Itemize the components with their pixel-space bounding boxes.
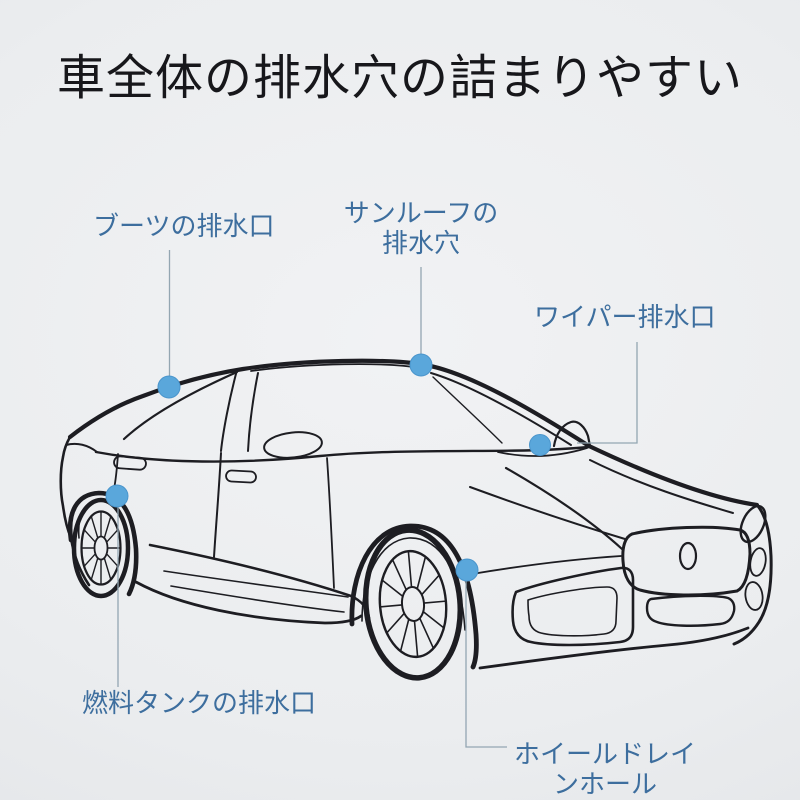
- label-wheel-line1: ホイールドレイ: [513, 740, 696, 770]
- wiper-drain-marker: [529, 434, 551, 456]
- page-title: 車全体の排水穴の詰まりやすい: [56, 50, 743, 106]
- front-grille: [511, 525, 752, 647]
- fog-lamp-inner: [527, 586, 618, 637]
- label-wheel-drain: ホイールドレイ ンホール: [505, 740, 705, 800]
- front-door-line: [326, 457, 335, 589]
- bumper-bottom: [478, 626, 750, 670]
- roof-rail-line: [250, 363, 421, 372]
- connector-lines: [117, 250, 638, 748]
- front-spokes: [380, 551, 446, 657]
- front-tire: [362, 527, 464, 681]
- trunk-deck: [65, 442, 98, 453]
- corner-vent-lower: [744, 581, 764, 611]
- grille-badge: [678, 541, 698, 571]
- lower-intake: [645, 594, 736, 627]
- rear-hub: [93, 535, 109, 561]
- fuel-tank-drain-marker: [105, 484, 129, 508]
- front-door-handle: [225, 469, 257, 484]
- sunroof-drain-marker: [409, 353, 433, 377]
- hood-line-2: [469, 486, 626, 540]
- drain-markers: [105, 353, 551, 582]
- underbody-line: [134, 580, 363, 625]
- label-sunroof-line2: 排水穴: [381, 229, 460, 259]
- windshield-edge: [430, 372, 572, 446]
- front-rim: [378, 549, 448, 659]
- front-corner: [732, 503, 773, 646]
- rear-glass-edge: [122, 370, 239, 441]
- front-wheel-arch: [349, 523, 479, 670]
- hood-line-3: [589, 459, 734, 514]
- hood-line-1: [504, 466, 624, 551]
- rear-spokes: [81, 511, 121, 585]
- rear-wheel: [71, 497, 131, 599]
- rear-tire: [71, 497, 131, 599]
- label-boot-drain: ブーツの排水口: [93, 212, 275, 242]
- label-wheel-line2: ンホール: [552, 770, 657, 800]
- sill-line-1: [163, 570, 349, 598]
- cowl-line: [497, 447, 588, 457]
- fog-lamp-outer: [511, 566, 635, 647]
- sill-line-2: [170, 585, 345, 613]
- side-mirror: [552, 420, 592, 448]
- boot-drain-marker: [157, 375, 181, 399]
- wheel-connector: [465, 570, 507, 748]
- label-wiper-drain: ワイパー排水口: [534, 303, 716, 333]
- label-fuel-tank-drain: 燃料タンクの排水口: [82, 689, 317, 719]
- bumper-crease: [471, 555, 622, 575]
- b-pillar: [220, 369, 259, 452]
- roof-line: [67, 358, 760, 508]
- door-bottom-line: [148, 543, 371, 620]
- label-sunroof-drain: サンルーフの 排水穴: [330, 199, 512, 259]
- far-a-pillar: [432, 376, 503, 444]
- wiper-connector: [577, 342, 638, 444]
- wheel-drain-marker: [455, 558, 479, 582]
- label-sunroof-line1: サンルーフの: [343, 199, 499, 229]
- door-shut-line: [213, 452, 222, 558]
- front-hub: [400, 586, 426, 622]
- car-body: [59, 358, 773, 670]
- grille-outline: [621, 525, 752, 597]
- rear-door-handle: [113, 455, 147, 471]
- headlight: [739, 504, 767, 544]
- beltline: [94, 445, 591, 463]
- front-wheel: [362, 527, 464, 681]
